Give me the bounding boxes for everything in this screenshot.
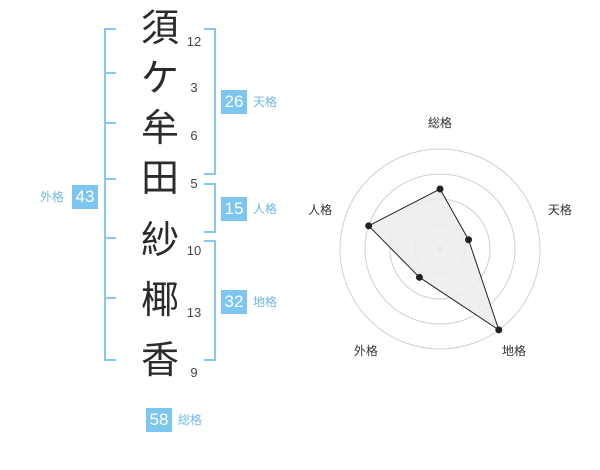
name-char-6: 椰 [140,278,179,322]
radar-point-4 [415,273,423,281]
name-char-4: 田 [140,156,179,200]
name-char-5: 紗 [140,218,179,262]
bracket-tick [106,122,116,124]
chikaku-bracket [204,240,216,361]
gaikaku-label: 外格 [40,190,65,204]
radar-data-polygon [367,188,500,332]
chikaku-value: 32 [221,290,247,314]
radar-point-3 [495,326,503,334]
radar-axis-label-4: 外格 [354,343,378,358]
radar-point-2 [465,236,473,244]
gaikaku-value: 43 [72,185,98,209]
stroke-count-6: 13 [186,305,202,320]
gaikaku-bracket [104,28,116,361]
radar-axis-label-3: 地格 [502,343,526,358]
name-char-7: 香 [140,338,179,382]
jinkaku-label: 人格 [253,202,278,216]
jinkaku-value: 15 [221,197,247,221]
radar-point-1 [436,185,444,193]
soukaku-value: 58 [146,408,172,432]
stroke-count-3: 6 [190,128,198,143]
stroke-count-4: 5 [190,176,198,191]
bracket-tick [106,237,116,239]
name-char-3: 牟 [140,106,179,150]
radar-axis-label-5: 人格 [308,202,332,217]
radar-ring [339,148,541,350]
jinkaku-bracket [204,183,216,233]
tenkaku-label: 天格 [253,95,278,109]
bracket-tick [106,72,116,74]
name-char-1: 須 [140,6,179,50]
radar-point-5 [365,222,373,230]
stroke-count-2: 3 [190,80,198,95]
radar-axis-label-1: 総格 [428,115,452,130]
bracket-tick [106,297,116,299]
chikaku-label: 地格 [253,295,278,309]
name-char-2: ケ [140,56,179,100]
stroke-count-1: 12 [186,34,202,49]
soukaku-label: 総格 [178,413,203,427]
bracket-tick [106,178,116,180]
stroke-count-7: 9 [190,365,198,380]
tenkaku-bracket [204,28,216,175]
radar-axis-label-2: 天格 [548,202,572,217]
stroke-count-5: 10 [186,243,202,258]
tenkaku-value: 26 [221,90,247,114]
radar-ring [364,173,516,325]
